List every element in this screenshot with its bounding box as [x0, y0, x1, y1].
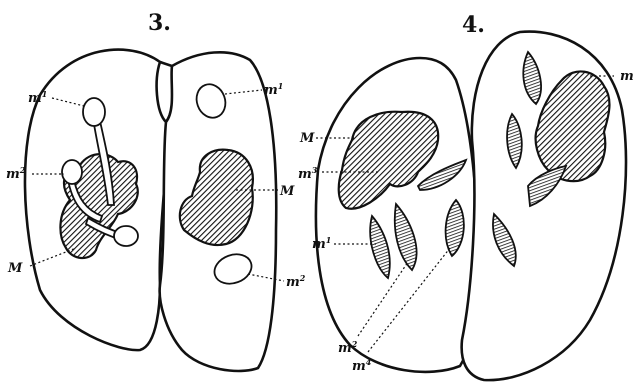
fig3-centrosome-right — [114, 226, 138, 246]
figure-4: M m3 m1 m2 m4 m — [298, 32, 634, 381]
fig3-label-M-left: M — [7, 261, 23, 276]
fig3-label-m2-left: m2 — [6, 165, 26, 182]
fig4-label-m-right: m — [620, 69, 634, 84]
fig3-centrosome-top — [83, 98, 105, 126]
fig3-label-M-right: M — [279, 184, 295, 199]
figure-number-3: 3. — [148, 10, 171, 36]
fig3-centrosome-left — [62, 160, 82, 184]
figure-3: m1 m2 M m1 M m2 — [6, 50, 306, 371]
fig4-label-M: M — [299, 131, 315, 146]
fig4-label-m3: m3 — [298, 165, 318, 182]
fig3-label-m1-right: m1 — [264, 81, 283, 98]
fig4-label-m2: m2 — [338, 339, 358, 356]
fig3-label-m2-right: m2 — [286, 273, 306, 290]
fig4-label-m4: m4 — [352, 357, 372, 374]
figure-number-4: 4. — [462, 12, 485, 38]
